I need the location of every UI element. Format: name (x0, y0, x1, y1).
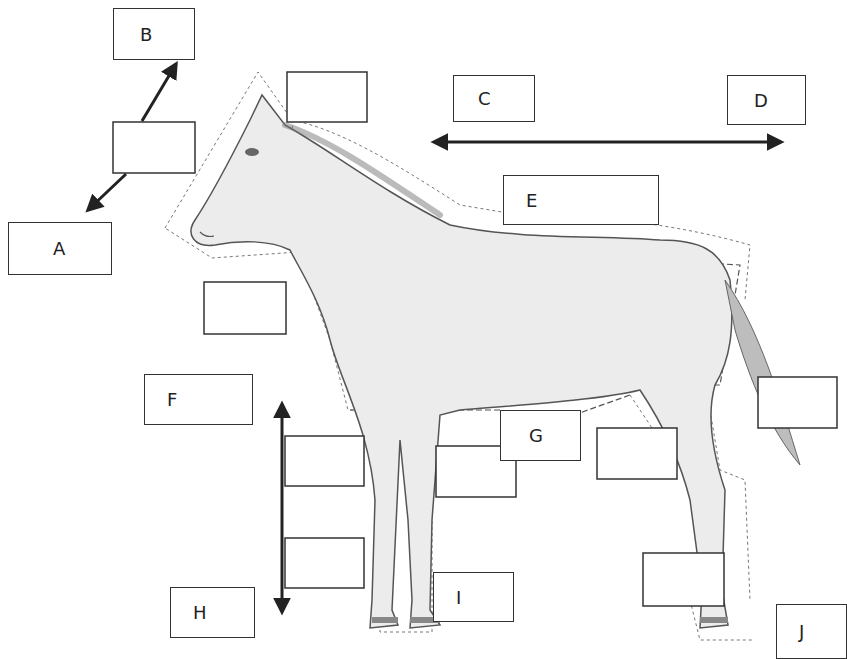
label-box: J (776, 604, 847, 659)
label-box: A (8, 222, 112, 275)
part-letter: E (526, 190, 537, 211)
part-letter: C (478, 88, 491, 109)
answer-box (113, 72, 837, 606)
label-box: F (144, 374, 253, 425)
label-box: E (503, 175, 659, 225)
label-box: G (500, 410, 581, 461)
part-letter: F (167, 389, 177, 410)
part-letter: H (193, 602, 207, 623)
part-letter: D (754, 90, 768, 111)
direction-arrow (88, 64, 781, 612)
part-letter: G (529, 425, 543, 446)
label-box: H (170, 587, 255, 638)
part-letter: J (799, 621, 804, 642)
part-letter: B (140, 24, 152, 45)
label-box: C (453, 75, 535, 122)
label-box: B (113, 8, 195, 60)
part-letter: I (456, 587, 461, 608)
label-box: D (727, 75, 806, 125)
part-letter: A (53, 238, 65, 259)
label-box: I (433, 572, 514, 622)
